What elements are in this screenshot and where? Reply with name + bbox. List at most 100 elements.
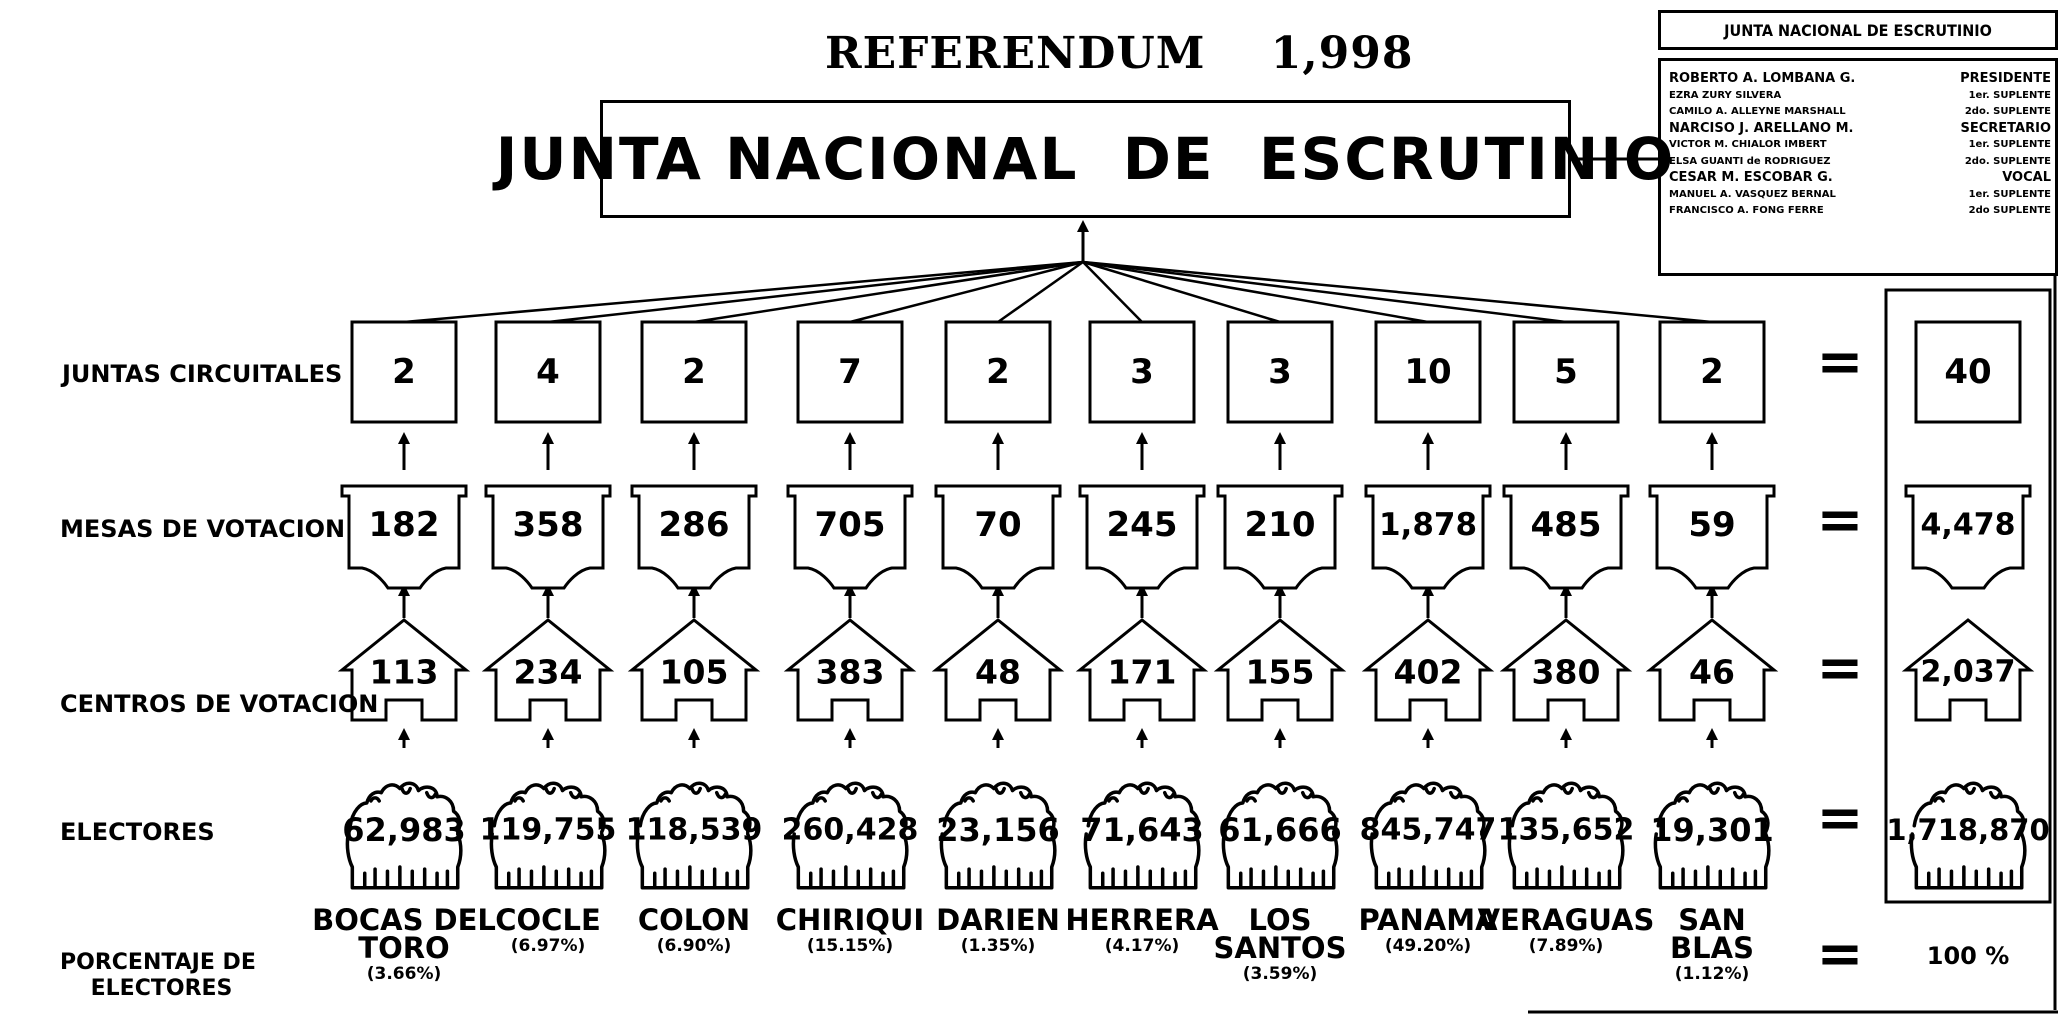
electores-value: 260,428 (781, 812, 919, 848)
hub-connector (403, 260, 1084, 324)
member-role: SECRETARIO (1960, 120, 2052, 136)
member-role: 1er. SUPLENTE (1968, 188, 2051, 200)
junta-value: 4 (536, 352, 560, 392)
province-junta-box (1658, 320, 1766, 424)
row-label-juntas: JUNTAS CIRCUITALES (62, 360, 343, 388)
member-role: 1er. SUPLENTE (1968, 139, 2051, 150)
centro-value: 383 (815, 652, 885, 692)
equals-sign: = (1816, 635, 1864, 701)
mesa-value: 70 (974, 505, 1022, 545)
province-mesa-table (630, 484, 758, 590)
electores-value: 61,666 (1218, 811, 1342, 849)
province-name: BOCAS DEL TORO (312, 903, 496, 965)
page-title: REFERENDUM 1,998 (825, 28, 1414, 79)
hub-connector (1082, 260, 1281, 324)
junta-value: 7 (838, 352, 862, 392)
centro-value: 234 (513, 652, 583, 692)
mesa-value: 1,878 (1378, 507, 1478, 543)
centro-value: 155 (1245, 652, 1315, 692)
member-name: CAMILO A. ALLEYNE MARSHALL (1669, 106, 1846, 117)
electores-value: 135,652 (1497, 812, 1635, 848)
province-mesa-table (934, 484, 1062, 590)
hub-connector (849, 260, 1084, 324)
province-centro-house (783, 618, 917, 722)
members-panel-body: ROBERTO A. LOMBANA G. PRESIDENTE EZRA ZURY… (1658, 58, 2058, 276)
mesa-value: 210 (1244, 505, 1316, 545)
mesa-value: 59 (1688, 505, 1736, 545)
members-panel-header: JUNTA NACIONAL DE ESCRUTINIO (1658, 10, 2058, 50)
province-mesa-table (786, 484, 914, 590)
electores-value: 845,747 (1359, 812, 1497, 848)
province-centro-house (1499, 618, 1633, 722)
hub-connector (693, 260, 1084, 324)
province-mesa-table (484, 484, 612, 590)
hub-connector (1082, 260, 1713, 324)
mesa-value: 485 (1530, 505, 1602, 545)
province-name: CHIRIQUI (775, 903, 925, 937)
junta-value: 2 (682, 352, 706, 392)
mesa-value: 245 (1106, 505, 1178, 545)
total-junta-box (1914, 320, 2022, 424)
member-role: VOCAL (2002, 170, 2051, 185)
members-panel: JUNTA NACIONAL DE ESCRUTINIO ROBERTO A. … (1658, 10, 2058, 276)
province-name: LOS SANTOS (1213, 903, 1347, 965)
electores-value: 23,156 (936, 811, 1060, 849)
province-centro-house (627, 618, 761, 722)
centro-value: 402 (1393, 652, 1463, 692)
mesa-value: 286 (658, 505, 730, 545)
member-row: CAMILO A. ALLEYNE MARSHALL 2do. SUPLENTE (1669, 104, 2051, 121)
province-centro-house (481, 618, 615, 722)
province-mesa-table (1364, 484, 1492, 590)
junta-value: 10 (1404, 352, 1452, 392)
province-name: HERRERA (1065, 903, 1219, 937)
centro-value: 380 (1531, 652, 1601, 692)
hub-connector (1082, 261, 1143, 323)
province-mesa-table (1648, 484, 1776, 590)
province-centro-house (1361, 618, 1495, 722)
province-junta-box (1088, 320, 1196, 424)
member-name: VICTOR M. CHIALOR IMBERT (1669, 139, 1827, 150)
member-name: CESAR M. ESCOBAR G. (1669, 170, 1833, 185)
member-role: 1er. SUPLENTE (1968, 89, 2051, 101)
electores-value: 119,755 (479, 812, 617, 848)
province-percentage: (49.20%) (1384, 936, 1472, 956)
member-role: 2do. SUPLENTE (1964, 106, 2051, 117)
member-name: MANUEL A. VASQUEZ BERNAL (1669, 188, 1836, 200)
junta-value: 2 (392, 352, 416, 392)
province-centro-house (1075, 618, 1209, 722)
province-junta-box (1226, 320, 1334, 424)
junta-value: 3 (1268, 352, 1292, 392)
hub-connector (997, 260, 1084, 324)
province-percentage: (3.66%) (366, 964, 442, 984)
centro-value: 48 (975, 652, 1021, 692)
electores-value: 62,983 (342, 811, 466, 849)
member-role: PRESIDENTE (1960, 71, 2051, 86)
province-name: SAN BLAS (1670, 903, 1754, 965)
row-label-mesas: MESAS DE VOTACION (60, 515, 346, 543)
equals-sign: = (1816, 921, 1864, 987)
centro-value: 113 (369, 652, 439, 692)
mesa-value: 705 (814, 505, 886, 545)
province-centro-house (1645, 618, 1779, 722)
province-name: COLON (637, 903, 751, 937)
member-name: ROBERTO A. LOMBANA G. (1669, 71, 1856, 86)
province-percentage: (1.35%) (960, 936, 1036, 956)
equals-sign: = (1816, 329, 1864, 395)
province-percentage: (6.90%) (656, 936, 732, 956)
member-name: ELSA GUANTI de RODRIGUEZ (1669, 155, 1831, 167)
centro-value: 105 (659, 652, 729, 692)
province-percentage: (7.89%) (1528, 936, 1604, 956)
member-row: MANUEL A. VASQUEZ BERNAL 1er. SUPLENTE (1669, 187, 2051, 204)
totals-frame (1884, 288, 2052, 904)
junta-value: 3 (1130, 352, 1154, 392)
province-percentage: (3.59%) (1242, 964, 1318, 984)
province-mesa-table (1216, 484, 1344, 590)
province-centro-house (931, 618, 1065, 722)
row-label-centros: CENTROS DE VOTACION (60, 690, 379, 718)
province-percentage: (1.12%) (1674, 964, 1750, 984)
total-centro-value: 2,037 (1920, 654, 2016, 690)
province-junta-box (1512, 320, 1620, 424)
total-mesa-table (1904, 484, 2032, 590)
